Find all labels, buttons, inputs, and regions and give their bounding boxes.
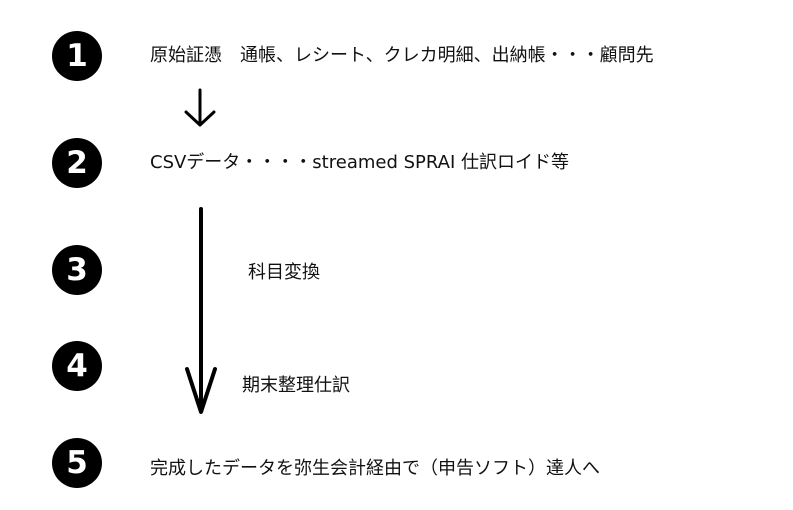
step-3-circle: 3 <box>52 245 102 295</box>
step-5-circle: 5 <box>52 438 102 488</box>
account-conversion-label: 科目変換 <box>248 262 320 283</box>
short-down-arrow-icon <box>184 88 216 127</box>
step-5-text: 完成したデータを弥生会計経由で（申告ソフト）達人へ <box>150 458 600 479</box>
step-1-circle: 1 <box>52 31 102 81</box>
step-2-circle: 2 <box>52 138 102 188</box>
step-2-text: CSVデータ・・・・streamed SPRAI 仕訳ロイド等 <box>150 152 570 173</box>
long-down-arrow-icon <box>185 207 217 414</box>
step-4-circle: 4 <box>52 341 102 391</box>
step-1-text: 原始証憑 通帳、レシート、クレカ明細、出納帳・・・顧問先 <box>150 45 654 66</box>
closing-entries-label: 期末整理仕訳 <box>242 375 350 396</box>
